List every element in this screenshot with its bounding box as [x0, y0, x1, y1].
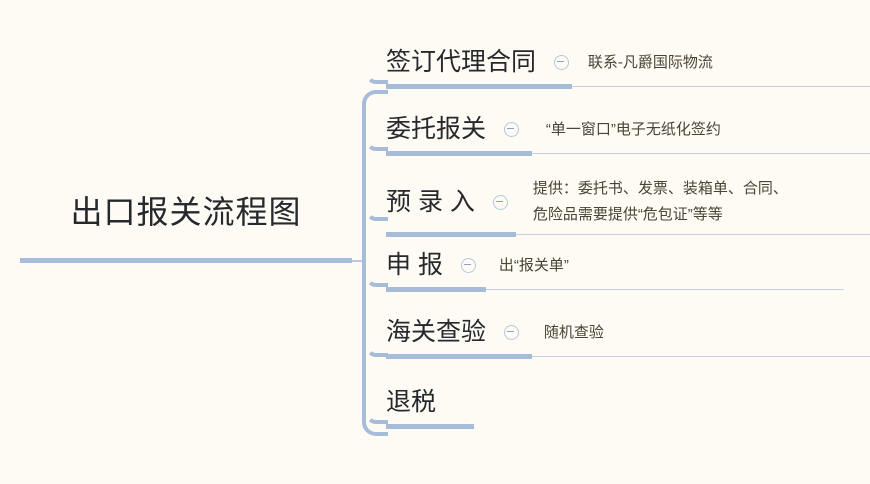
branch-underline-thin-2: [516, 234, 870, 235]
branch-head-2: 预 录 入 提供：委托书、发票、装箱单、合同、 危险品需要提供“危包证”等等: [386, 172, 788, 232]
branch-underline-1: [386, 151, 870, 156]
branch-underline-thin-4: [532, 356, 870, 357]
branch-title-0: 签订代理合同: [386, 48, 537, 76]
branch-child-text-4: 随机查验: [543, 323, 604, 341]
minus-circle-icon[interactable]: [504, 121, 520, 137]
branch-title-2: 预 录 入: [386, 188, 475, 216]
minus-circle-icon[interactable]: [554, 54, 570, 70]
branch-head-0: 签订代理合同 联系-凡爵国际物流: [386, 40, 713, 84]
branch-node-2[interactable]: 预 录 入 提供：委托书、发票、装箱单、合同、 危险品需要提供“危包证”等等: [386, 172, 870, 237]
branch-underline-5: [386, 424, 474, 429]
branch-head-3: 申 报 出“报关单”: [386, 243, 569, 287]
minus-circle-icon[interactable]: [461, 257, 477, 273]
branch-underline-0: [386, 84, 870, 89]
branch-title-1: 委托报关: [386, 115, 487, 143]
branch-spine-connector: [362, 90, 388, 436]
branch-child-text-0: 联系-凡爵国际物流: [587, 53, 713, 71]
root-connector-stub: [352, 260, 364, 262]
minus-circle-icon[interactable]: [493, 194, 509, 210]
branch-underline-3: [386, 287, 844, 292]
branch-underline-thick-5: [386, 424, 474, 429]
elbow-connector-1: [366, 137, 388, 151]
branch-underline-thin-0: [572, 86, 870, 87]
elbow-connector-5: [366, 410, 388, 424]
branch-underline-thick-3: [386, 287, 486, 292]
branch-underline-thick-0: [386, 84, 572, 89]
branch-underline-thin-1: [532, 153, 870, 154]
elbow-connector-0: [366, 70, 388, 84]
root-node[interactable]: 出口报关流程图: [20, 185, 352, 263]
branch-underline-thick-1: [386, 151, 532, 156]
elbow-connector-4: [366, 343, 388, 357]
branch-node-3[interactable]: 申 报 出“报关单”: [386, 243, 844, 292]
elbow-connector-2: [366, 207, 388, 221]
branch-child-text-3: 出“报关单”: [498, 256, 569, 274]
branch-node-5[interactable]: 退税: [386, 380, 474, 429]
minus-circle-icon[interactable]: [504, 324, 520, 340]
root-node-underline: [20, 258, 352, 263]
branch-underline-thin-3: [486, 289, 844, 290]
branch-node-4[interactable]: 海关查验 随机查验: [386, 310, 870, 359]
branch-head-4: 海关查验 随机查验: [386, 310, 604, 354]
branch-child-text-1: “单一窗口”电子无纸化签约: [545, 120, 721, 138]
branch-node-1[interactable]: 委托报关 “单一窗口”电子无纸化签约: [386, 107, 870, 156]
branch-head-1: 委托报关 “单一窗口”电子无纸化签约: [386, 107, 721, 151]
elbow-connector-3: [366, 273, 388, 287]
branch-underline-2: [386, 232, 870, 237]
branch-title-4: 海关查验: [386, 318, 487, 346]
branch-child-text-2: 提供：委托书、发票、装箱单、合同、 危险品需要提供“危包证”等等: [532, 180, 788, 223]
branch-underline-thick-2: [386, 232, 516, 237]
branch-underline-4: [386, 354, 870, 359]
branch-title-5: 退税: [386, 388, 437, 416]
root-node-label: 出口报关流程图: [70, 194, 302, 230]
branch-title-3: 申 报: [386, 251, 443, 279]
branch-head-5: 退税: [386, 380, 436, 424]
branch-underline-thick-4: [386, 354, 532, 359]
branch-node-0[interactable]: 签订代理合同 联系-凡爵国际物流: [386, 40, 870, 89]
